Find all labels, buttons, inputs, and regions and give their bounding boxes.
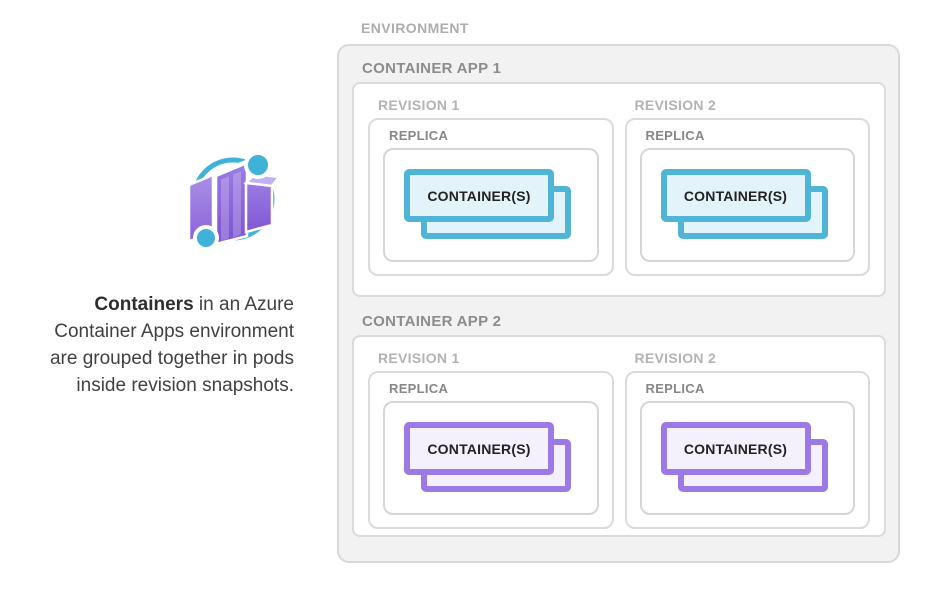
- container-app-1-section: CONTAINER APP 1 REVISION 1 REPLICA CONTA…: [352, 60, 886, 297]
- container-app-2-box: REVISION 1 REPLICA CONTAINER(S): [352, 335, 886, 537]
- revision-cell: REVISION 1 REPLICA CONTAINER(S): [368, 350, 614, 529]
- replica-box: CONTAINER(S): [383, 148, 599, 262]
- containers-label: CONTAINER(S): [427, 440, 531, 457]
- container-stack: CONTAINER(S): [404, 422, 571, 492]
- containers-label: CONTAINER(S): [683, 187, 788, 204]
- container-app-2-label: CONTAINER APP 2: [362, 313, 502, 330]
- revision-label: REVISION 1: [378, 350, 460, 366]
- containers-label: CONTAINER(S): [683, 440, 788, 457]
- environment-label: ENVIRONMENT: [361, 20, 469, 36]
- revision-cell: REVISION 2 REPLICA CONTAINER(S): [624, 350, 870, 529]
- replica-box: CONTAINER(S): [639, 148, 855, 262]
- azure-container-apps-icon-svg: [187, 151, 282, 251]
- container-stack: CONTAINER(S): [660, 422, 828, 492]
- revision-row: REVISION 1 REPLICA CONTAINER(S): [368, 350, 870, 529]
- container-app-1-label: CONTAINER APP 1: [362, 60, 502, 77]
- container-stack: CONTAINER(S): [660, 169, 828, 239]
- revision-row: REVISION 1 REPLICA CONTAINER(S): [368, 97, 870, 276]
- cube-door-panel: [221, 176, 229, 242]
- cube-door-panel: [233, 171, 241, 238]
- replica-label: REPLICA: [645, 381, 705, 396]
- orbit-node-top: [244, 151, 272, 179]
- environment-box: ENVIRONMENT CONTAINER APP 1 REVISION 1 R…: [337, 20, 900, 563]
- revision-box: REPLICA CONTAINER(S): [368, 118, 614, 276]
- caption-rest: in an Azure Container Apps environment a…: [49, 294, 294, 396]
- right-cube-front-face: [244, 181, 274, 234]
- replica-label: REPLICA: [645, 128, 705, 143]
- caption-lead-word: Containers: [94, 294, 194, 315]
- azure-container-apps-icon: [185, 146, 282, 252]
- container-box-front: CONTAINER(S): [660, 169, 811, 222]
- container-box-front: CONTAINER(S): [404, 169, 554, 222]
- containers-label: CONTAINER(S): [427, 187, 531, 204]
- revision-box: REPLICA CONTAINER(S): [624, 371, 870, 529]
- revision-label: REVISION 1: [378, 97, 460, 113]
- replica-label: REPLICA: [389, 128, 449, 143]
- cube-front-face: [214, 161, 249, 246]
- caption-text: Containers in an Azure Container Apps en…: [8, 291, 294, 399]
- container-box-front: CONTAINER(S): [404, 422, 554, 475]
- revision-cell: REVISION 2 REPLICA CONTAINER(S): [624, 97, 870, 276]
- revision-label: REVISION 2: [634, 350, 717, 366]
- container-app-1-box: REVISION 1 REPLICA CONTAINER(S): [352, 82, 886, 297]
- container-app-2-section: CONTAINER APP 2 REVISION 1 REPLICA CONTA…: [352, 313, 886, 537]
- container-stack: CONTAINER(S): [404, 169, 571, 239]
- replica-label: REPLICA: [389, 381, 449, 396]
- revision-box: REPLICA CONTAINER(S): [368, 371, 614, 529]
- container-box-front: CONTAINER(S): [660, 422, 811, 475]
- revision-box: REPLICA CONTAINER(S): [624, 118, 870, 276]
- revision-cell: REVISION 1 REPLICA CONTAINER(S): [368, 97, 614, 276]
- replica-box: CONTAINER(S): [639, 401, 855, 515]
- revision-label: REVISION 2: [634, 97, 717, 113]
- replica-box: CONTAINER(S): [383, 401, 599, 515]
- orbit-node-bottom: [193, 225, 219, 251]
